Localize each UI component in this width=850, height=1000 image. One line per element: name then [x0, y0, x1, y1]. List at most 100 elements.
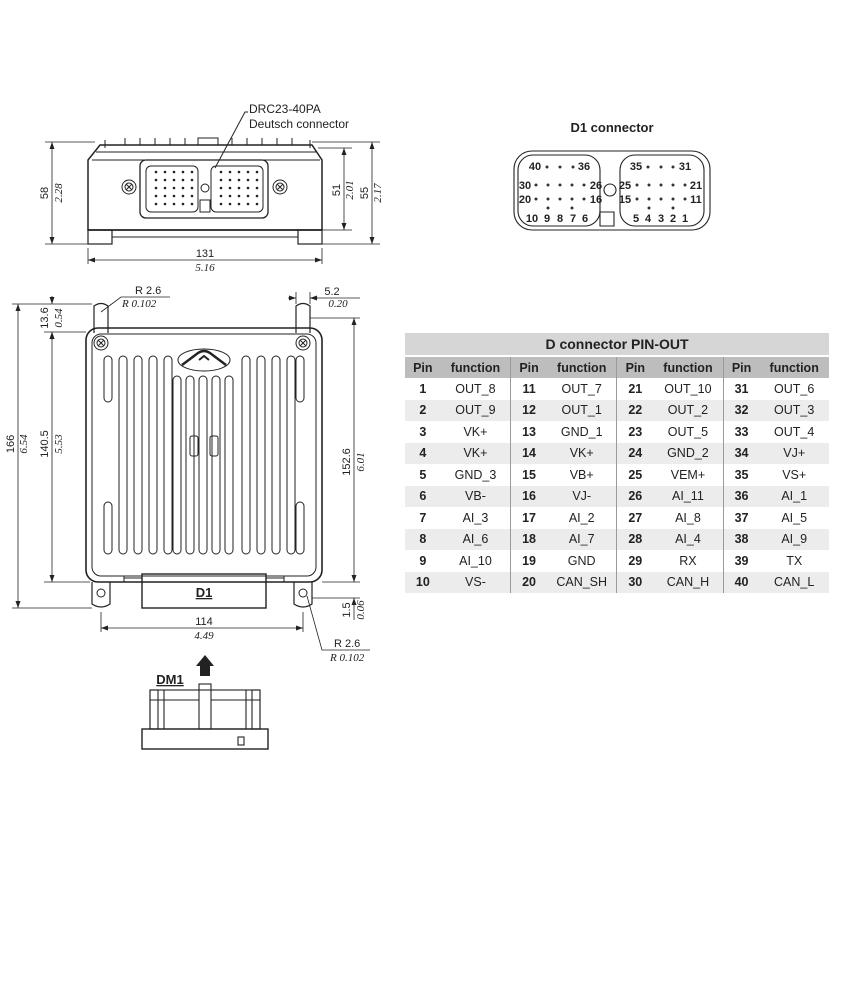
pin-dot	[163, 194, 167, 198]
dim-r-top-in: R 0.102	[121, 298, 157, 310]
pin-function-cell: AI_6	[440, 528, 511, 550]
pin-dot	[163, 202, 167, 206]
front-view-screw-right	[272, 179, 288, 195]
pin-dot	[228, 170, 232, 174]
dim-height-55-in: 2.17	[372, 183, 384, 203]
pin-number-cell: 26	[616, 485, 654, 507]
pin-function-cell: VB-	[440, 485, 511, 507]
pin-function-cell: AI_1	[759, 485, 829, 507]
pin-dot	[237, 202, 241, 206]
pin-number-cell: 16	[510, 485, 547, 507]
pin-number-cell: 31	[722, 378, 760, 400]
dim-140-5-in: 5.53	[53, 434, 65, 454]
pin-function-cell: OUT_10	[653, 378, 724, 400]
pin-number-cell: 27	[616, 507, 654, 529]
d1-pin-36: 36	[578, 161, 590, 173]
pin-dot	[237, 194, 241, 198]
pin-function-cell: GND_3	[440, 464, 511, 486]
dim-13-6-in: 0.54	[53, 308, 65, 328]
d1-pin-16: 16	[590, 194, 602, 206]
pin-number-cell: 19	[510, 550, 547, 572]
pin-dot	[163, 178, 167, 182]
d1-pin-35: 35	[630, 161, 642, 173]
pin-function-cell: VK+	[546, 442, 617, 464]
pin-dot	[190, 194, 194, 198]
pin-function-cell: OUT_7	[546, 378, 617, 400]
pin-function-cell: VS+	[759, 464, 829, 486]
d1-pin-7: 7	[570, 213, 576, 225]
top-ear-left	[93, 302, 109, 333]
front-view	[87, 111, 323, 245]
pin-function-cell: AI_3	[440, 507, 511, 529]
pin-function-cell: OUT_1	[546, 399, 617, 421]
pin-dot	[190, 178, 194, 182]
pin-function-cell: CAN_SH	[546, 571, 617, 593]
pin-number-cell: 15	[510, 464, 547, 486]
pinout-table: D connector PIN-OUT Pin function Pin fun…	[405, 333, 829, 593]
top-view	[85, 302, 323, 609]
pin-number-cell: 3	[405, 421, 441, 443]
d1-pin-30: 30	[519, 180, 531, 192]
heatsink-fin	[133, 355, 143, 555]
pin-dot	[246, 202, 250, 206]
heatsink-fin	[172, 375, 182, 555]
pin-dot	[154, 194, 158, 198]
pin-dot	[671, 183, 675, 187]
pin-dot	[181, 178, 185, 182]
dm1-mating-connector	[141, 683, 269, 750]
front-view-foot-right	[297, 229, 323, 245]
front-view-dimensions	[45, 141, 380, 264]
pin-number-cell: 18	[510, 528, 547, 550]
pin-number-cell: 10	[405, 571, 441, 593]
pin-dot	[647, 197, 651, 201]
pin-function-cell: VJ-	[546, 485, 617, 507]
col-header-pin: Pin	[405, 356, 441, 378]
pin-function-cell: OUT_2	[653, 399, 724, 421]
col-header-function: function	[546, 356, 617, 378]
front-view-foot-left	[87, 229, 113, 245]
pin-number-cell: 28	[616, 528, 654, 550]
pinout-table-title: D connector PIN-OUT	[405, 333, 829, 357]
pin-number-cell: 4	[405, 442, 441, 464]
d1-pin-3: 3	[658, 213, 664, 225]
pin-dot	[558, 165, 562, 169]
connector-desc-label: Deutsch connector	[249, 117, 349, 131]
col-header-pin: Pin	[510, 356, 547, 378]
pin-function-cell: VK+	[440, 421, 511, 443]
pin-number-cell: 1	[405, 378, 441, 400]
pin-dot	[255, 170, 259, 174]
pin-dot	[228, 186, 232, 190]
pin-function-cell: GND	[546, 550, 617, 572]
top-view-screw-tr	[295, 335, 311, 351]
pin-dot	[546, 197, 550, 201]
dim-r-top: R 2.6	[135, 285, 161, 297]
pin-dot	[246, 170, 250, 174]
pin-function-cell: TX	[759, 550, 829, 572]
pin-number-cell: 6	[405, 485, 441, 507]
pin-number-cell: 29	[616, 550, 654, 572]
pin-number-cell: 37	[722, 507, 760, 529]
pin-dot	[228, 194, 232, 198]
pin-dot	[181, 194, 185, 198]
pin-dot	[172, 202, 176, 206]
pin-dot	[546, 183, 550, 187]
d1-pin-1: 1	[682, 213, 688, 225]
pin-dot	[546, 206, 550, 210]
top-view-housing	[85, 327, 323, 583]
pin-function-cell: VB+	[546, 464, 617, 486]
pin-function-cell: GND_2	[653, 442, 724, 464]
dim-height-58: 58	[39, 187, 51, 199]
bottom-ear-left	[91, 582, 111, 608]
pin-dot	[534, 197, 538, 201]
d1-pin-2: 2	[670, 213, 676, 225]
heatsink-fin	[241, 355, 251, 555]
col-header-pin: Pin	[722, 356, 760, 378]
pin-function-cell: OUT_5	[653, 421, 724, 443]
pin-dot	[172, 194, 176, 198]
pin-number-cell: 7	[405, 507, 441, 529]
